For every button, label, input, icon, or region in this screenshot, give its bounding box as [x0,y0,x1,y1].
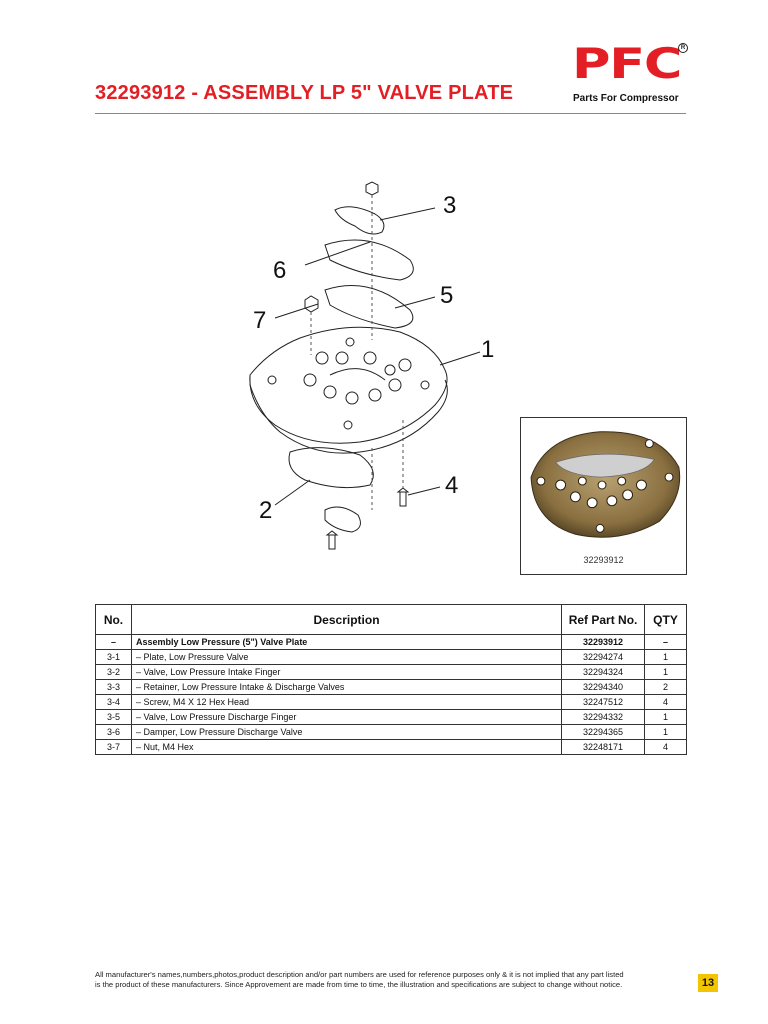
cell-qty: 1 [643,709,688,725]
photo-caption: 32293912 [583,555,624,565]
cell-ref: 32294332 [561,709,645,725]
valve-plate-edge [249,375,448,454]
registered-mark: R [678,43,688,53]
cell-no: 3-7 [95,739,132,755]
cell-description: – Valve, Low Pressure Intake Finger [130,664,563,680]
callout-3: 3 [443,192,457,219]
damper [324,506,361,533]
cell-ref: 32294274 [561,649,645,665]
logo-subtitle: Parts For Compressor [573,93,679,104]
cell-qty: 2 [643,679,688,695]
table-row: 3-1 – Plate, Low Pressure Valve 32294274… [95,649,688,665]
cell-description: – Plate, Low Pressure Valve [130,649,563,665]
exploded-diagram [249,181,481,550]
cell-description: – Valve, Low Pressure Discharge Finger [130,709,563,725]
cell-description: – Nut, M4 Hex [130,739,563,755]
cell-description: – Damper, Low Pressure Discharge Valve [130,724,563,740]
cell-qty: 4 [643,739,688,755]
cell-description: – Screw, M4 X 12 Hex Head [130,694,563,710]
callout-5: 5 [440,282,454,309]
table-header-row: No. Description Ref Part No. QTY [95,604,688,635]
header-ref-part-no: Ref Part No. [561,604,645,635]
valve-finger-5 [324,285,414,329]
callout-6: 6 [273,257,287,284]
cell-qty: – [643,634,688,650]
cell-no: 3-1 [95,649,132,665]
disclaimer-line-2: is the product of these manufacturers. S… [95,980,623,989]
cell-qty: 1 [643,649,688,665]
callout-4: 4 [445,472,459,499]
table-row: 3-2 – Valve, Low Pressure Intake Finger … [95,664,688,680]
cell-qty: 4 [643,694,688,710]
valve-finger-intake [288,447,374,489]
cell-description: Assembly Low Pressure (5") Valve Plate [130,634,563,650]
cell-ref: 32294365 [561,724,645,740]
table-row: 3-7 – Nut, M4 Hex 32248171 4 [95,739,688,755]
screw-4 [399,491,407,507]
table-row: 3-4 – Screw, M4 X 12 Hex Head 32247512 4 [95,694,688,710]
cell-no: 3-3 [95,679,132,695]
cell-no: 3-5 [95,709,132,725]
cell-ref: 32294340 [561,679,645,695]
cell-description: – Retainer, Low Pressure Intake & Discha… [130,679,563,695]
cell-no: 3-6 [95,724,132,740]
disclaimer-line-1: All manufacturer's names,numbers,photos,… [95,970,624,979]
product-photo [530,431,681,538]
product-photo-frame: 32293912 [520,417,687,575]
cell-qty: 1 [643,724,688,740]
disclaimer-footer: All manufacturer's names,numbers,photos,… [95,970,691,990]
cell-ref: 32247512 [561,694,645,710]
cell-qty: 1 [643,664,688,680]
cell-ref: 32294324 [561,664,645,680]
nut-top [365,181,379,196]
page-title: 32293912 - ASSEMBLY LP 5" VALVE PLATE [95,82,514,104]
valve-finger-6 [324,239,414,281]
nut-7 [304,295,319,313]
pfc-logo: PFC R Parts For Compressor [572,43,692,113]
page-number-badge: 13 [698,974,718,992]
callout-7: 7 [253,307,267,334]
table-row: 3-6 – Damper, Low Pressure Discharge Val… [95,724,688,740]
valve-plate [249,326,448,444]
header-qty: QTY [643,604,688,635]
table-row: – Assembly Low Pressure (5") Valve Plate… [95,634,688,650]
callout-2: 2 [259,497,273,524]
parts-table: No. Description Ref Part No. QTY – Assem… [95,604,688,755]
cell-no: – [95,634,132,650]
header-divider [95,113,686,114]
callout-1: 1 [481,336,495,363]
retainer-top [334,206,385,235]
screw-bottom [328,534,336,550]
logo-text: PFC [572,39,682,88]
cell-ref: 32248171 [561,739,645,755]
header-description: Description [130,604,563,635]
header-no: No. [95,604,132,635]
table-row: 3-5 – Valve, Low Pressure Discharge Fing… [95,709,688,725]
table-row: 3-3 – Retainer, Low Pressure Intake & Di… [95,679,688,695]
cell-no: 3-2 [95,664,132,680]
cell-ref: 32293912 [561,634,645,650]
cell-no: 3-4 [95,694,132,710]
